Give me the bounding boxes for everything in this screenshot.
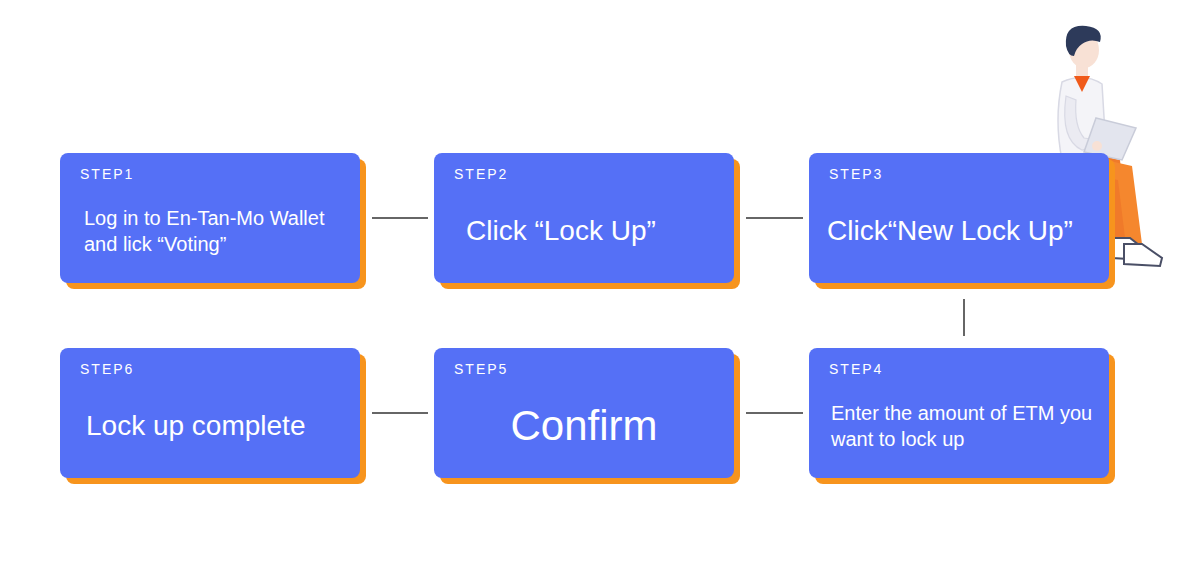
step-number: STEP2	[454, 166, 508, 182]
step-number: STEP6	[80, 361, 134, 377]
collar	[1074, 76, 1090, 92]
step-instruction: Log in to En-Tan-Mo Wallet and lick “Vot…	[84, 205, 326, 257]
step-number: STEP1	[80, 166, 134, 182]
step-body-area: Enter the amount of ETM you want to lock…	[809, 382, 1109, 470]
connector-line	[746, 412, 803, 414]
connector-line	[746, 217, 803, 219]
connector-line	[963, 299, 965, 336]
connector-line	[372, 412, 428, 414]
step-instruction: Lock up complete	[86, 408, 305, 444]
step-number: STEP4	[829, 361, 883, 377]
step-box: STEP6Lock up complete	[60, 348, 360, 478]
step-number: STEP3	[829, 166, 883, 182]
step-instruction: Click “Lock Up”	[466, 213, 656, 249]
step-body-area: Click“New Lock Up”	[809, 187, 1109, 275]
step-instruction: Click“New Lock Up”	[827, 213, 1073, 249]
step-instruction: Enter the amount of ETM you want to lock…	[831, 400, 1093, 452]
step-body-area: Lock up complete	[60, 382, 360, 470]
step-box: STEP2Click “Lock Up”	[434, 153, 734, 283]
step-instruction: Confirm	[510, 399, 657, 454]
step-box: STEP5Confirm	[434, 348, 734, 478]
step-box: STEP1Log in to En-Tan-Mo Wallet and lick…	[60, 153, 360, 283]
step-box: STEP4Enter the amount of ETM you want to…	[809, 348, 1109, 478]
step-box: STEP3Click“New Lock Up”	[809, 153, 1109, 283]
step-number: STEP5	[454, 361, 508, 377]
connector-line	[372, 217, 428, 219]
step-body-area: Log in to En-Tan-Mo Wallet and lick “Vot…	[60, 187, 360, 275]
step-body-area: Click “Lock Up”	[434, 187, 734, 275]
step-body-area: Confirm	[434, 382, 734, 470]
hair	[1066, 26, 1101, 56]
shoe	[1124, 244, 1162, 266]
hand	[1092, 141, 1102, 151]
